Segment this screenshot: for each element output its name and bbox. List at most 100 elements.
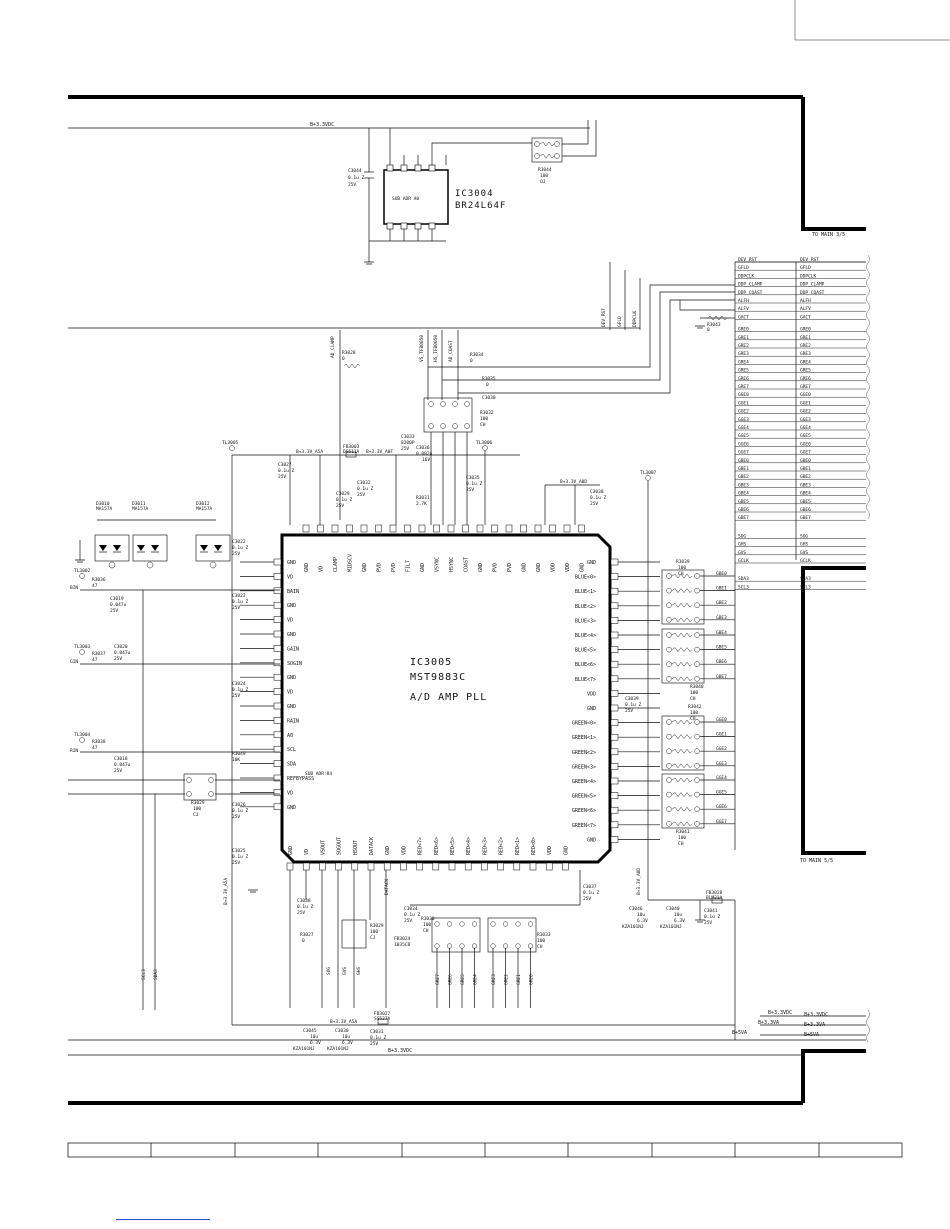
svg-text:25V: 25V [232, 693, 240, 699]
bus-label-left: GGE5 [738, 433, 749, 439]
bus-label-right: GGE1 [800, 400, 811, 406]
ic-left-pin: VD [287, 618, 293, 624]
svg-text:TL3002: TL3002 [74, 568, 91, 574]
svg-text:R3031: R3031 [416, 495, 430, 501]
bus-label-left: GRE5 [738, 368, 749, 374]
red-net-label: GRE0 [529, 974, 535, 985]
svg-text:CH: CH [423, 928, 429, 934]
svg-text:C3022: C3022 [232, 539, 246, 545]
pin-box [462, 524, 469, 533]
pin-box [534, 524, 542, 533]
svg-text:TL3005: TL3005 [222, 440, 239, 446]
ic-right-pin: GND [587, 706, 596, 712]
svg-text:25V: 25V [336, 503, 344, 509]
svg-text:R3027: R3027 [300, 932, 314, 938]
pin-box [273, 659, 282, 667]
svg-text:0.1u Z: 0.1u Z [278, 468, 295, 474]
red-net-label: GRE4 [473, 974, 479, 985]
svg-text:0.1u Z: 0.1u Z [232, 687, 249, 693]
ic-bottom-pin: HSOUT [353, 840, 359, 855]
array-pin [666, 617, 672, 623]
pin-box [416, 862, 423, 871]
svg-text:SOG: SOG [326, 967, 332, 975]
resistor-icon [671, 676, 693, 682]
bus-label-left: GGE3 [738, 417, 749, 423]
ic3004-sub: SUB ADR A0 [392, 196, 419, 202]
resistor-icon [671, 748, 693, 754]
bus-label-right: DDPCLK [800, 273, 817, 279]
link-underline[interactable] [116, 1219, 210, 1220]
bus-label-left: GGE0 [738, 392, 749, 398]
svg-text:R3030: R3030 [421, 916, 435, 922]
svg-text:C3020: C3020 [114, 644, 128, 650]
array-pin [666, 602, 672, 608]
ic-bottom-pin: RED<2> [499, 837, 505, 855]
red-net-label: GRE5 [460, 974, 466, 985]
svg-text:D3011: D3011 [132, 501, 146, 507]
pin-box [610, 733, 619, 741]
svg-text:CH: CH [690, 696, 696, 702]
ic-right-pin: VDD [587, 691, 596, 697]
bus-label-right: SOG [800, 533, 808, 539]
resistor-icon [671, 734, 693, 740]
pin-box [273, 573, 282, 580]
pin-box [273, 673, 282, 681]
array-pin [666, 676, 672, 682]
pin-box [513, 862, 521, 871]
ic-top-pin: VDD [565, 563, 571, 572]
svg-text:D3012: D3012 [196, 501, 210, 507]
diode-pack [132, 534, 168, 562]
svg-text:R3035: R3035 [482, 376, 496, 382]
bus-label-left: GFLD [738, 265, 749, 271]
svg-text:CJ: CJ [370, 935, 376, 941]
resistor-icon [671, 763, 693, 769]
resistor-icon [671, 588, 693, 594]
svg-text:C3038: C3038 [297, 898, 311, 904]
top-power: TL3005 B+3.3V_A5A B+3.3V_A0F FB3003 DS61… [222, 434, 657, 1025]
pin-box [286, 862, 294, 871]
bus-label-left: GGE4 [738, 425, 749, 431]
ic-left-pin: GND [287, 560, 296, 566]
svg-text:DDPCLK: DDPCLK [632, 310, 638, 327]
ic-top-routing: R3043 0 DEV_RST GFLD DDPCLK AD_CLAMP VS_… [68, 262, 735, 525]
svg-text:25V: 25V [232, 605, 240, 611]
svg-text:BLM21A: BLM21A [706, 895, 723, 901]
pin-box [447, 524, 455, 533]
svg-text:SDA3: SDA3 [153, 969, 159, 980]
pin-box [520, 524, 527, 533]
svg-text:0.1u Z: 0.1u Z [297, 904, 314, 910]
svg-text:6.3V: 6.3V [637, 918, 648, 924]
array-net-label: GBE7 [716, 674, 727, 680]
bus-label-left: GRE1 [738, 335, 749, 341]
svg-text:0.1u Z: 0.1u Z [404, 912, 421, 918]
pin-box [319, 862, 326, 871]
array-pin [666, 573, 672, 579]
svg-text:R3040: R3040 [690, 684, 704, 690]
bus-label-left: DDP_COAST [738, 290, 763, 296]
svg-text:C3041: C3041 [704, 908, 718, 914]
bus-label-left: ALFV [738, 306, 749, 312]
svg-text:25V: 25V [232, 814, 240, 820]
bottom-rails: B+3.3VDC B+3.3VA B+5VA B+3.3VDC B+3.3VA … [68, 900, 866, 1056]
svg-text:R3033: R3033 [537, 932, 551, 938]
array-pin [694, 733, 700, 740]
pin-box [481, 862, 488, 871]
ic-top-pin: PVD [507, 563, 513, 572]
pin-box [610, 660, 619, 668]
bus-label-left: GBE5 [738, 499, 749, 505]
svg-text:C3044: C3044 [348, 168, 362, 174]
array-pin [694, 791, 700, 798]
bus-label-left: GRE2 [738, 343, 749, 349]
resistor-icon [671, 661, 693, 667]
pin-box [273, 558, 282, 566]
ic-right-pin: GREEN<3> [572, 764, 596, 770]
svg-text:FB3028: FB3028 [706, 890, 723, 896]
ic3004: SUB ADR A0 IC3004 BR24L64F [369, 128, 532, 242]
diode-pin [108, 561, 116, 569]
red-net-label: GRE7 [435, 974, 441, 985]
diode-icon [137, 545, 145, 551]
pin-box [610, 792, 619, 799]
svg-text:8200P: 8200P [401, 440, 415, 446]
svg-text:CH: CH [480, 422, 486, 428]
svg-text:6.3V: 6.3V [310, 1040, 321, 1046]
